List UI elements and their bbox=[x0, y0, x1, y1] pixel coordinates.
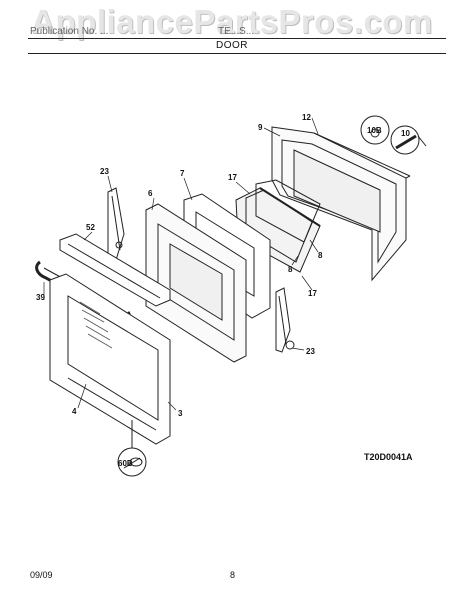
door-frame bbox=[145, 203, 247, 363]
callout-12: 12 bbox=[302, 113, 311, 122]
inner-door-liner bbox=[271, 126, 411, 282]
figure-id: T20D0041A bbox=[364, 452, 413, 462]
callout-6: 6 bbox=[148, 189, 153, 198]
section-title: DOOR bbox=[216, 40, 248, 51]
publication-number: Publication No. ... bbox=[30, 26, 109, 37]
callout-8-right: 8 bbox=[318, 251, 323, 260]
callout-7: 7 bbox=[180, 169, 185, 178]
header-rule-top bbox=[28, 38, 446, 39]
door-trim bbox=[59, 233, 171, 307]
callout-10b: 10B bbox=[367, 126, 382, 135]
callout-39: 39 bbox=[36, 293, 45, 302]
leader-lines bbox=[43, 117, 319, 411]
footer-page-number: 8 bbox=[230, 570, 236, 580]
header-rule-bottom bbox=[28, 53, 446, 54]
footer-date: 09/09 bbox=[30, 570, 53, 580]
callout-23-top: 23 bbox=[100, 167, 109, 176]
screw-part bbox=[360, 115, 427, 155]
screw-60b bbox=[117, 420, 147, 477]
model-number: TE...S... bbox=[218, 26, 255, 37]
callout-8-mid: 8 bbox=[288, 265, 293, 274]
callout-17-top: 17 bbox=[228, 173, 237, 182]
callout-10: 10 bbox=[401, 129, 410, 138]
watermark-logo: AppliancePartsPros.com bbox=[31, 3, 433, 40]
callout-9: 9 bbox=[258, 123, 263, 132]
hinge-left bbox=[107, 187, 125, 261]
callout-60b: 60B bbox=[118, 459, 133, 468]
callout-17-bottom: 17 bbox=[308, 289, 317, 298]
callout-52: 52 bbox=[86, 223, 95, 232]
callout-3: 3 bbox=[178, 409, 183, 418]
callout-4: 4 bbox=[72, 407, 77, 416]
callout-23-bottom: 23 bbox=[306, 347, 315, 356]
outer-door-panel bbox=[49, 273, 171, 445]
hinge-right bbox=[275, 287, 295, 353]
